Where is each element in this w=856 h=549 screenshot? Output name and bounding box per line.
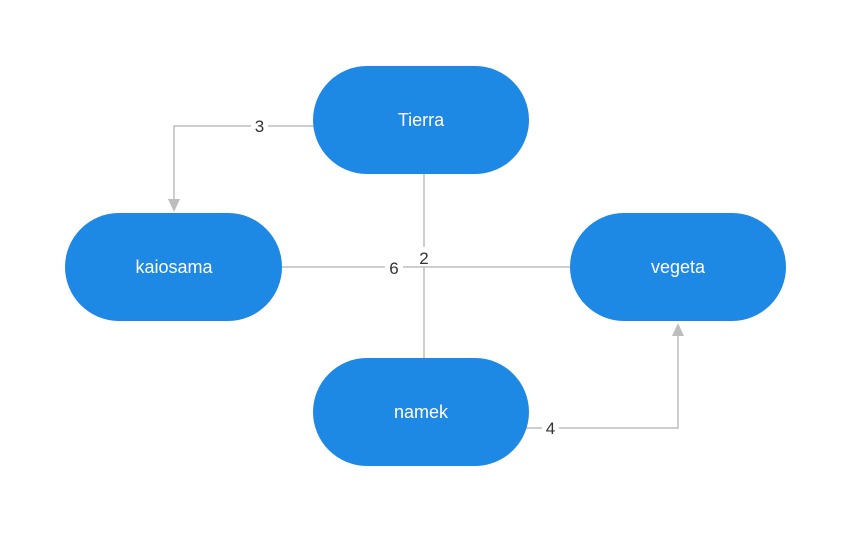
edge-label: 4 [546, 419, 555, 438]
node-label: namek [394, 402, 449, 422]
node-shape [313, 358, 529, 466]
edge-label: 2 [419, 249, 428, 268]
edge-label: 3 [255, 117, 264, 136]
arrowhead-icon [168, 199, 180, 212]
node-label: kaiosama [135, 257, 213, 277]
node-tierra[interactable]: Tierra [313, 66, 529, 174]
node-shape [65, 213, 282, 321]
node-shape [313, 66, 529, 174]
node-namek[interactable]: namek [313, 358, 529, 466]
node-vegeta[interactable]: vegeta [570, 213, 786, 321]
node-label: vegeta [651, 257, 706, 277]
node-kaiosama[interactable]: kaiosama [65, 213, 282, 321]
node-shape [570, 213, 786, 321]
node-label: Tierra [398, 110, 445, 130]
edge-label: 6 [389, 259, 398, 278]
arrowhead-icon [672, 323, 684, 336]
edge-kaiosama-vegeta-label: 6 [385, 257, 403, 278]
